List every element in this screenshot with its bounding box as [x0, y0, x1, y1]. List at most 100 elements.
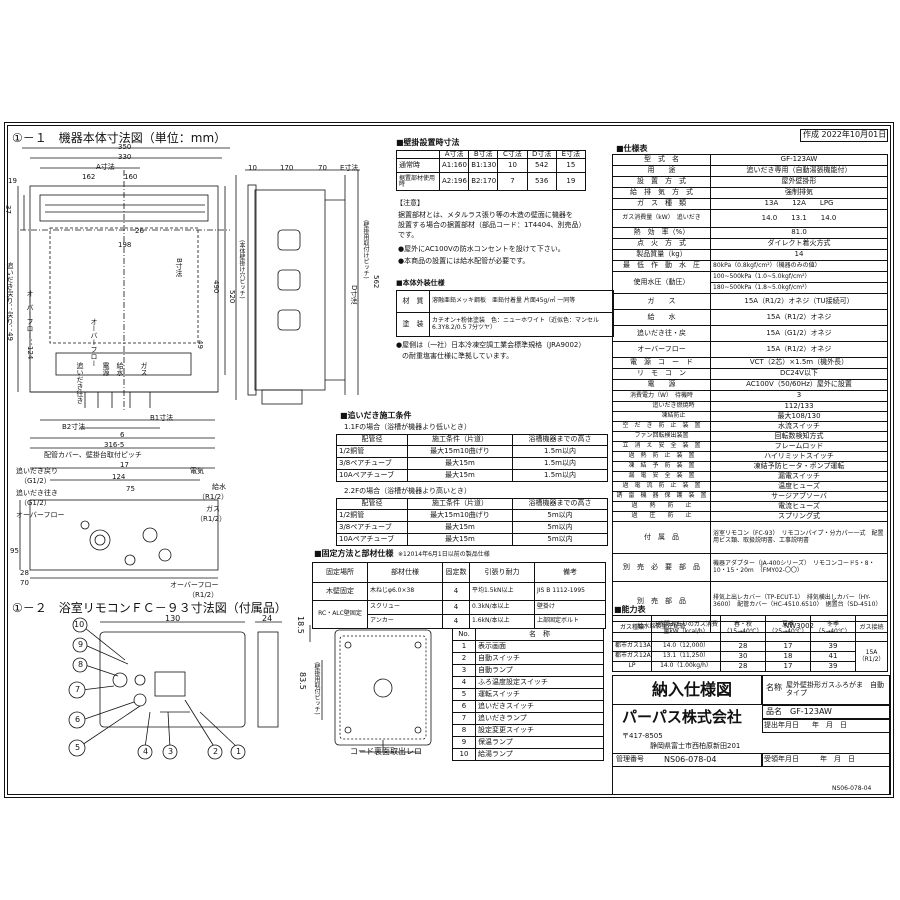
oid1-h0: 配管径 — [336, 434, 408, 446]
vlabel-body-pitch: (本体壁掛け穴ピッチ) — [238, 240, 245, 299]
oidaki-case1: 1.1Fの場合（浴槽が機器より低いとき） — [344, 423, 472, 431]
exterior-note-2: の耐重塩害仕様に準拠しています。 — [402, 352, 514, 360]
fix-r2-c4: 上部固定ボルト — [534, 614, 606, 629]
spec-r8-value: 14 — [710, 249, 888, 261]
cap-h0: ガス種類 — [612, 615, 652, 642]
fix-h3: 引張り耐力 — [469, 562, 535, 583]
parts-r4-no: 5 — [452, 688, 476, 701]
dim-28: 28 — [20, 569, 29, 577]
dim-70b: 70 — [20, 579, 29, 587]
vlabel-power: 電源 — [102, 362, 110, 376]
parts-r7-name: 設定変更スイッチ — [475, 724, 604, 737]
outer-frame — [4, 122, 894, 798]
fixing-title: ■固定方法と部材仕様 — [314, 549, 394, 558]
spec-r11-value: 180~500kPa（1.8~5.0kgf/cm²） — [710, 282, 888, 294]
spec-r32-label: 付 属 品 — [612, 521, 711, 554]
spec-r29-label: 誘 雷 機 器 保 護 装 置 — [612, 491, 711, 502]
spec-r25-value: ハイリミットスイッチ — [710, 451, 888, 462]
exterior-title: ■本体外装仕様 — [396, 279, 445, 287]
fixing-table: 固定場所 部材仕様 固定数 引張り耐力 備考 木壁固定 木ねじφ6.0×38 4… — [312, 562, 606, 629]
oid2-r0-c2: 5m以内 — [512, 509, 608, 522]
notes-line-3: です。 — [398, 231, 419, 239]
wi-r1-c0: 据置部材使用時 — [396, 172, 440, 192]
oid2-r2-c1: 最大15m — [407, 533, 513, 546]
fix-h4: 備考 — [534, 562, 606, 583]
spec-r33-value: 機器アダプター（JA-400シリーズ） リモコンコード5・8・10・15・20m… — [710, 553, 888, 582]
fix-r1-c2: 4 — [442, 600, 470, 615]
submit-value: 年 月 日 — [812, 721, 847, 729]
parts-r5-no: 6 — [452, 700, 476, 713]
oid1-r0-c1: 最大15m10曲げり — [407, 445, 513, 458]
spec-r27-value: 漏電スイッチ — [710, 471, 888, 482]
spec-r22-label: 空 だ き 防 止 装 置 — [612, 421, 711, 432]
spec-r28-label: 過 電 流 防 止 装 置 — [612, 481, 711, 492]
wi-r0-c2: B1:130 — [468, 158, 499, 174]
dim-b1: B1寸法 — [150, 414, 174, 422]
wi-r0-c4: 542 — [526, 158, 557, 174]
parts-r8-no: 9 — [452, 736, 476, 749]
wi-h0 — [396, 149, 440, 160]
cap-r0-c3: 17 — [765, 641, 811, 652]
spec-r1-value: 追いだき専用（自動湯張機能付） — [710, 165, 888, 177]
callout-10: 10 — [74, 620, 85, 629]
name-value: 屋外壁掛形ガスふろがま 自動タイプ — [786, 681, 884, 698]
spec-r9-value: 80kPa（0.8kgf/cm²）（機器のみの値） — [710, 260, 888, 272]
wi-h4: D寸法 — [526, 149, 557, 160]
spec-r12-label: ガ ス — [612, 293, 711, 310]
side-view-drawing — [245, 169, 360, 405]
dim-a: A寸法 — [96, 163, 115, 171]
spec-r10-label: 使用水圧（動圧） — [612, 271, 711, 294]
dim-170: 170 — [280, 164, 294, 172]
oid1-r1-c0: 3/8ペアチューブ — [336, 457, 408, 470]
postal-code: 〒417-8505 — [622, 732, 663, 740]
fix-r0-c4: JIS B 1112-1995 — [534, 582, 606, 601]
dim-562: 562 — [372, 275, 380, 289]
dim-160: 160 — [124, 173, 138, 181]
callout-9: 9 — [78, 640, 84, 649]
parts-r8-name: 保温ランプ — [475, 736, 604, 749]
oid2-h1: 施工条件（片道） — [407, 498, 513, 510]
parts-r4-name: 運転スイッチ — [475, 688, 604, 701]
ext-r1-c0: 塗 装 — [396, 312, 430, 337]
spec-r28-value: 温度ヒューズ — [710, 481, 888, 492]
cap-r0-c2: 28 — [720, 641, 766, 652]
mgmt-label: 管理番号 — [616, 755, 644, 763]
oid2-h0: 配管径 — [336, 498, 408, 510]
oid2-r2-c2: 5m以内 — [512, 533, 608, 546]
oid2-r1-c1: 最大15m — [407, 521, 513, 534]
inner-frame — [7, 125, 891, 795]
spec-r19-value: 3 — [710, 390, 888, 402]
cap-h5: ガス接続 — [855, 615, 888, 642]
dim-330: 330 — [118, 153, 132, 161]
plate-dim-185: 18.5 — [296, 616, 305, 634]
name-label: 名称 — [766, 683, 782, 692]
fix-r2-c1: アンカー — [367, 614, 443, 629]
fix-r2-c2: 4 — [442, 614, 470, 629]
spec-r17-value: DC24V以下 — [710, 368, 888, 380]
fix-h1: 部材仕様 — [367, 562, 443, 583]
capacity-table: ガス種類 1時間あたりのガス消費量kW（kcal/h） 春・秋（15→40℃） … — [612, 615, 888, 672]
oid1-h2: 浴槽機器までの高さ — [512, 434, 608, 446]
spec-r25-label: 過 熱 防 止 装 置 — [612, 451, 711, 462]
notes-line-2: 設置する場合の据置部材（部品コード：1T4404、別売品） — [398, 221, 586, 229]
cap-h3: 夏季（25→40℃） — [765, 615, 811, 642]
spec-r10-value: 100~500kPa（1.0~5.0kgf/cm²） — [710, 271, 888, 283]
oid1-r2-c0: 10Aペアチューブ — [336, 469, 408, 482]
cap-r2-c0: LP — [612, 661, 652, 672]
dim-6: 6 — [120, 431, 125, 439]
oid1-r0-c2: 1.5m以内 — [512, 445, 608, 458]
oidaki-case2: 2.2Fの場合（浴槽が機器より高いとき） — [344, 487, 472, 495]
spec-r15-value: 15A（R1/2）オネジ — [710, 341, 888, 358]
dim-37: 37 — [4, 205, 12, 214]
pipe-label-oidaki-out: 追いだき往き — [16, 489, 58, 497]
fix-h2: 固定数 — [442, 562, 470, 583]
dim-350: 350 — [118, 143, 132, 151]
spec-r21-label: 凍結防止 — [612, 411, 711, 422]
submit-label: 提出年月日 — [764, 721, 799, 729]
spec-r12-value: 15A（R1/2）オネジ（TU接続可） — [710, 293, 888, 310]
spec-r29-value: サージアブソーバ — [710, 491, 888, 502]
spec-r31-label: 過 圧 防 止 — [612, 511, 711, 522]
dim-162: 162 — [82, 173, 96, 181]
wi-r0-c3: 10 — [497, 158, 528, 174]
cap-h4: 冬季（5→40℃） — [810, 615, 856, 642]
